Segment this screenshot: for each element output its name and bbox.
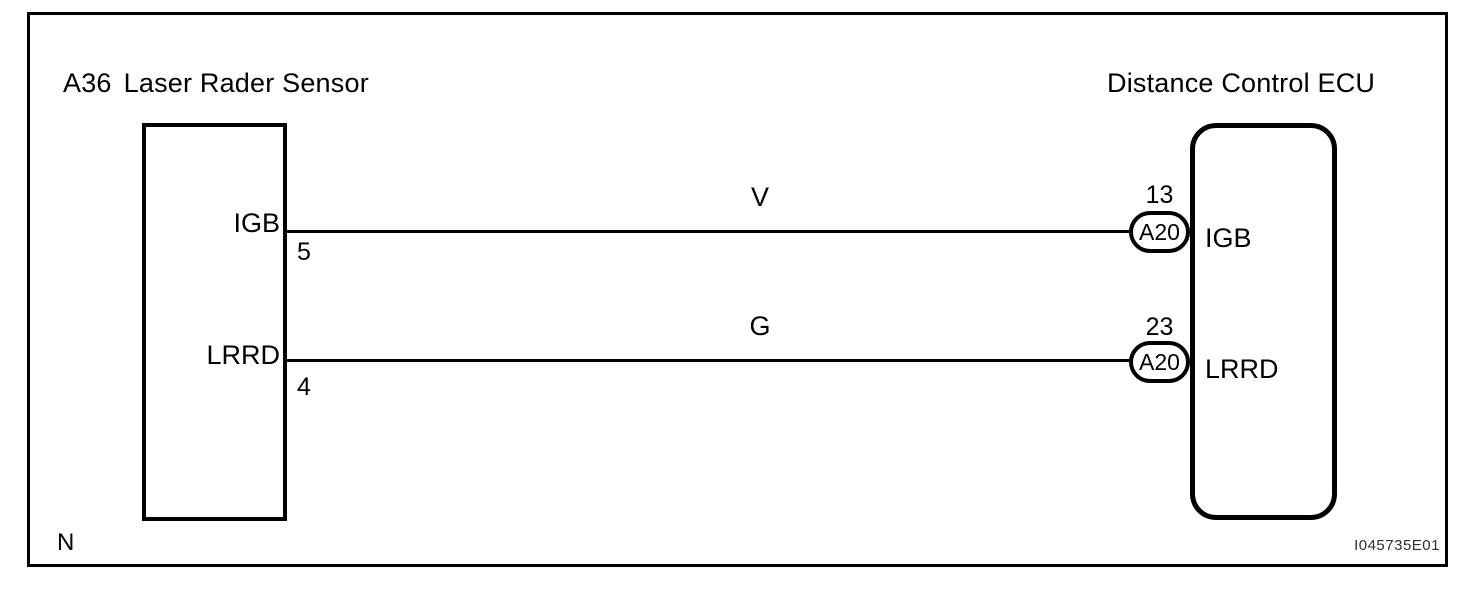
corner-label-n: N <box>57 529 75 556</box>
sensor-pin-number-5: 5 <box>297 238 311 266</box>
ecu-pin-number-13: 13 <box>1145 181 1174 209</box>
sensor-pin-label-igb: IGB <box>233 208 280 238</box>
connector-oval-a20-bottom: A20 <box>1129 341 1190 383</box>
distance-control-ecu-box <box>1190 123 1337 520</box>
diagram-outer-border <box>27 12 1448 567</box>
sensor-pin-number-4: 4 <box>297 373 311 401</box>
wire-g-label: G <box>749 311 771 341</box>
connector-oval-a20-top: A20 <box>1129 211 1190 253</box>
left-component-code: A36 <box>63 68 112 98</box>
connector-code-a20: A20 <box>1139 218 1180 245</box>
ecu-pin-label-lrrd: LRRD <box>1205 354 1279 384</box>
ecu-pin-label-igb: IGB <box>1205 223 1252 253</box>
wire-v <box>287 230 1132 233</box>
figure-id: I045735E01 <box>1354 537 1440 554</box>
wire-g <box>287 359 1132 362</box>
left-component-name: Laser Rader Sensor <box>123 68 369 98</box>
ecu-pin-number-23: 23 <box>1145 313 1174 341</box>
connector-code-a20: A20 <box>1139 348 1180 375</box>
wire-v-label: V <box>750 182 769 212</box>
left-component-title: A36 Laser Rader Sensor <box>63 70 369 97</box>
right-component-title: Distance Control ECU <box>1107 68 1376 98</box>
sensor-pin-label-lrrd: LRRD <box>206 340 280 370</box>
laser-radar-sensor-box <box>142 123 287 521</box>
